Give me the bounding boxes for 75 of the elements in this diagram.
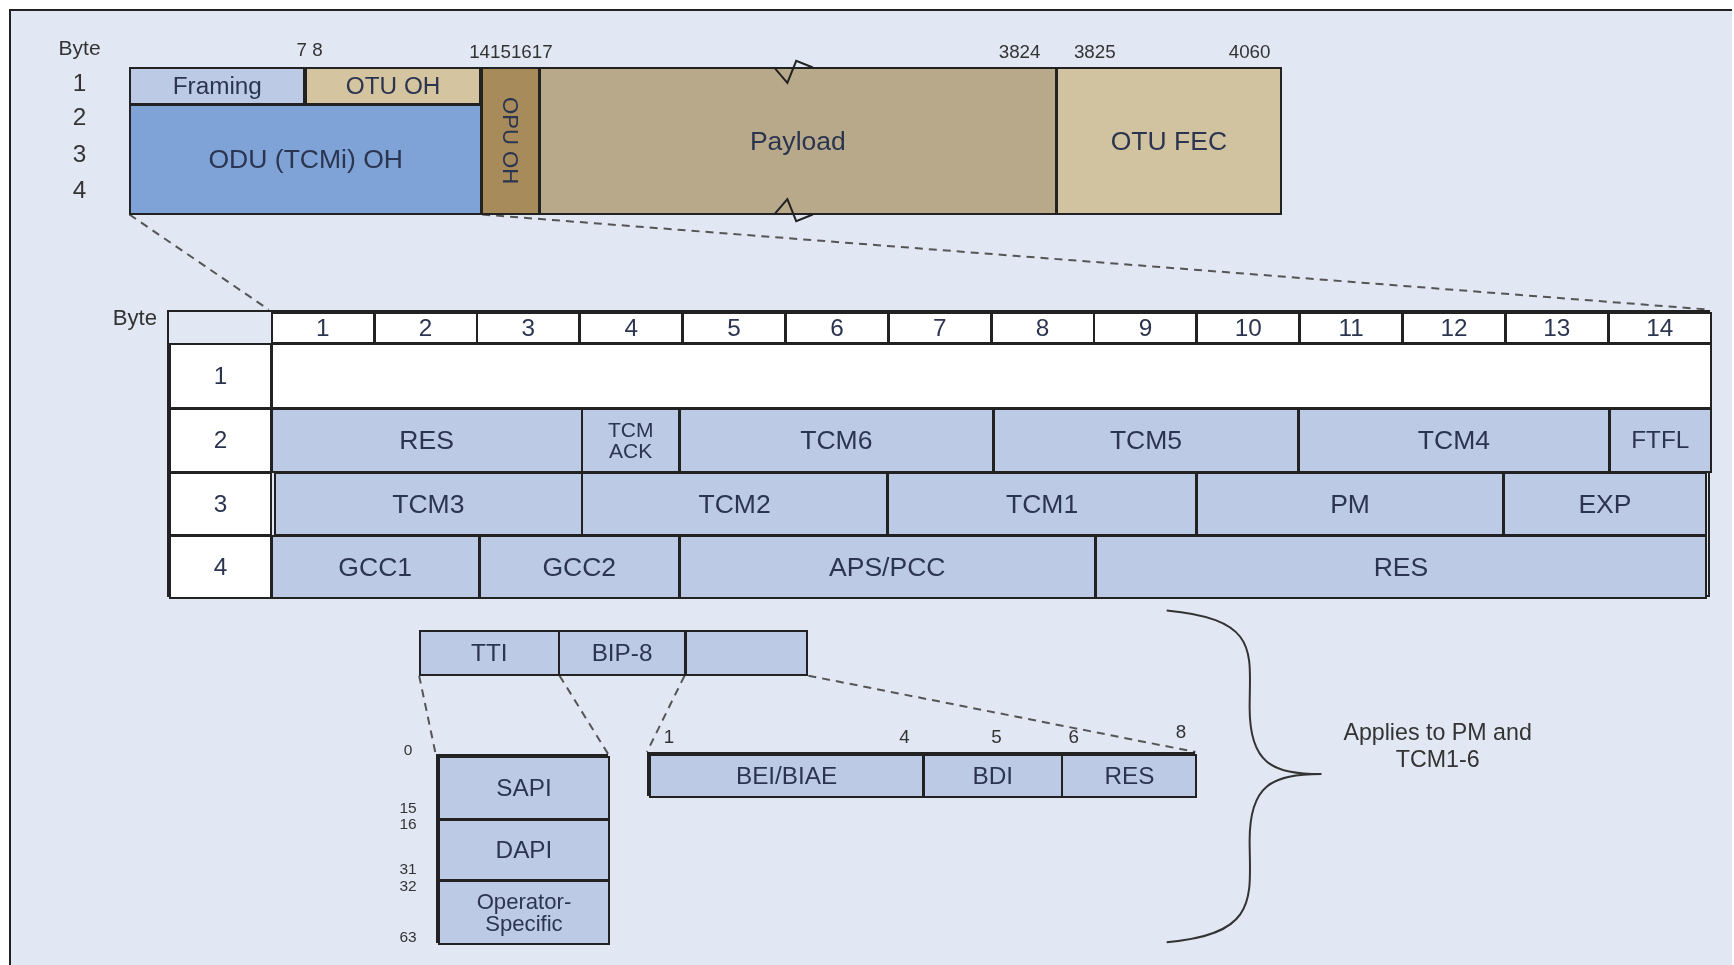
column-number-cell: 14 bbox=[1607, 311, 1712, 344]
field-cell: TCM2 bbox=[581, 472, 888, 537]
field-cell: Operator-Specific bbox=[437, 880, 611, 946]
field-cell: OPU OH bbox=[481, 67, 540, 215]
byte-number: 3825 bbox=[1073, 40, 1116, 63]
field-cell: TCM6 bbox=[678, 407, 994, 474]
row-number-cell: 2 bbox=[169, 407, 272, 474]
field-cell: TCM ACK bbox=[581, 407, 680, 474]
byte-number: 63 bbox=[399, 927, 417, 946]
column-number-cell: 4 bbox=[579, 311, 684, 344]
field-cell: Framing bbox=[129, 67, 306, 106]
column-number-cell: 8 bbox=[990, 311, 1095, 344]
field-cell: TCM1 bbox=[886, 472, 1198, 537]
byte-number: 7 8 bbox=[296, 38, 323, 61]
column-number-cell: 10 bbox=[1196, 311, 1301, 344]
field-cell: ODU (TCMi) OH bbox=[129, 103, 483, 215]
column-number-cell: 6 bbox=[784, 311, 889, 344]
byte-number: 3 bbox=[72, 139, 87, 168]
row-number-cell: 3 bbox=[169, 472, 272, 537]
field-cell: DAPI bbox=[437, 819, 611, 882]
column-number-cell: 13 bbox=[1504, 311, 1609, 344]
column-number-cell: 7 bbox=[887, 311, 992, 344]
byte-number: Byte bbox=[112, 305, 158, 332]
field-cell: RES bbox=[1094, 535, 1708, 600]
field-cell: FTFL bbox=[1608, 407, 1712, 474]
byte-number: 3824 bbox=[998, 40, 1041, 63]
byte-number: 1 bbox=[663, 725, 675, 748]
row-number-cell: 4 bbox=[169, 535, 272, 600]
field-cell: Payload bbox=[538, 67, 1058, 215]
byte-number: Byte bbox=[58, 35, 101, 60]
leader-line bbox=[807, 674, 1197, 753]
field-cell: BEI/BIAE bbox=[648, 754, 925, 799]
field-cell: PM bbox=[1196, 472, 1504, 537]
field-cell: BDI bbox=[923, 754, 1063, 799]
leader-line bbox=[128, 213, 270, 311]
field-cell: TTI bbox=[419, 630, 560, 676]
field-cell: TCM4 bbox=[1298, 407, 1610, 474]
byte-number: 0 bbox=[403, 740, 413, 759]
field-cell: TCM3 bbox=[274, 472, 583, 537]
field-cell: RES bbox=[1061, 754, 1198, 799]
byte-number: 4 bbox=[899, 725, 910, 748]
byte-number: 6 bbox=[1068, 725, 1079, 748]
field-cell: OTU FEC bbox=[1056, 67, 1282, 215]
byte-number: 8 bbox=[1175, 721, 1187, 744]
byte-number: 5 bbox=[991, 725, 1002, 748]
field-cell: APS/PCC bbox=[678, 535, 1096, 600]
byte-number: 32 bbox=[399, 876, 417, 895]
leader-line bbox=[645, 674, 686, 753]
column-number-cell: 5 bbox=[682, 311, 787, 344]
column-number-cell: 1 bbox=[270, 311, 375, 344]
field-cell: GCC1 bbox=[270, 535, 480, 600]
bit-row bbox=[646, 752, 1196, 797]
column-number-cell: 11 bbox=[1299, 311, 1404, 344]
field-cell: RES bbox=[270, 407, 583, 474]
column-number-cell: 9 bbox=[1093, 311, 1198, 344]
byte-number: 2 bbox=[72, 103, 87, 132]
byte-number: 31 bbox=[399, 860, 417, 879]
field-cell: SAPI bbox=[437, 756, 611, 821]
field-cell: GCC2 bbox=[478, 535, 680, 600]
leader-line bbox=[558, 674, 610, 756]
byte-stack bbox=[435, 754, 609, 944]
column-number-cell: 3 bbox=[476, 311, 581, 344]
field-cell: BIP-8 bbox=[558, 630, 686, 676]
field-cell: EXP bbox=[1502, 472, 1708, 537]
column-number-cell: 12 bbox=[1402, 311, 1506, 344]
column-number-cell: 2 bbox=[373, 311, 478, 344]
byte-number: 1 bbox=[72, 68, 87, 97]
byte-number: 4060 bbox=[1228, 40, 1271, 63]
byte-number: 14151617 bbox=[469, 40, 553, 63]
field-cell: TCM5 bbox=[992, 407, 1300, 474]
byte-number: 4 bbox=[72, 176, 87, 205]
row-number-cell: 1 bbox=[169, 342, 272, 409]
overhead-table bbox=[167, 309, 1710, 598]
field-cell: OTU OH bbox=[305, 67, 482, 106]
brace-note: Applies to PM and TCM1-6 bbox=[1342, 719, 1533, 774]
